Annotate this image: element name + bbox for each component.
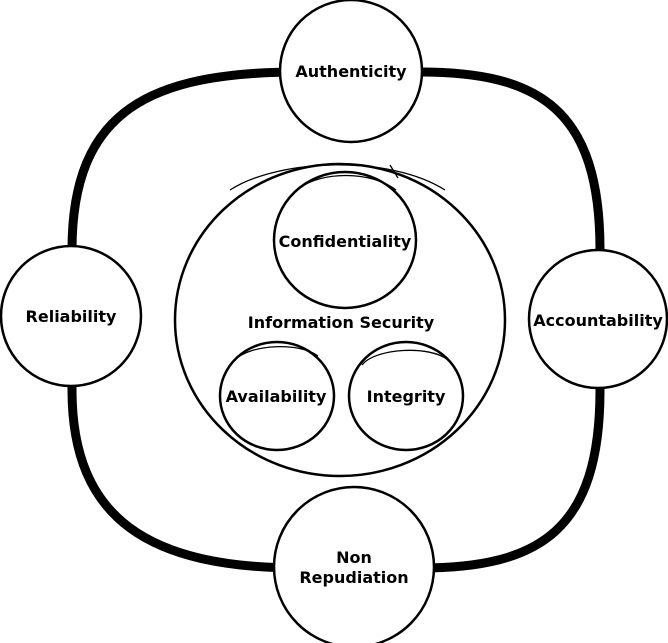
reliability-node bbox=[0, 244, 143, 388]
authenticity-node bbox=[278, 0, 424, 144]
availability-circle bbox=[218, 340, 336, 452]
availability-label: Availability bbox=[226, 387, 327, 406]
confidentiality-circle bbox=[272, 170, 418, 310]
accountability-node bbox=[527, 248, 668, 390]
information-security-label: Information Security bbox=[248, 313, 435, 332]
non-repudiation-node bbox=[272, 485, 436, 643]
integrity-label: Integrity bbox=[367, 387, 446, 406]
non-repudiation-label-line1: Non bbox=[336, 548, 372, 567]
accountability-label: Accountability bbox=[533, 311, 663, 330]
integrity-circle bbox=[347, 340, 465, 452]
non-repudiation-label-line2: Repudiation bbox=[299, 568, 408, 587]
authenticity-label: Authenticity bbox=[295, 62, 407, 81]
reliability-label: Reliability bbox=[26, 307, 117, 326]
confidentiality-label: Confidentiality bbox=[279, 232, 412, 251]
